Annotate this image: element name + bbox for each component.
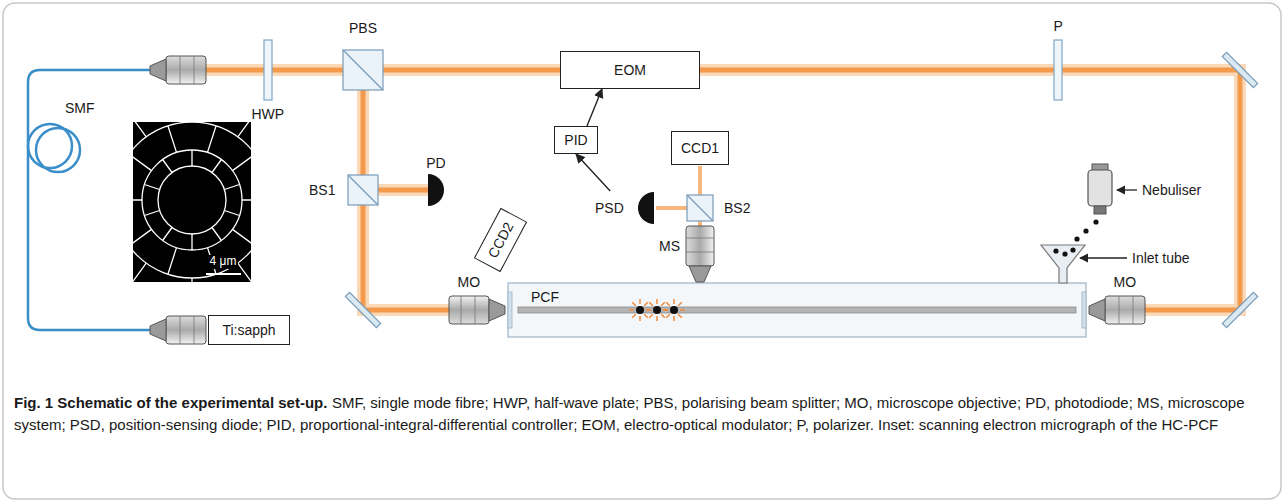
- hollow-core-fibre: [518, 307, 1076, 313]
- cladding-ring: [142, 150, 242, 250]
- fibre-core: [158, 166, 226, 234]
- cladding-walls: [133, 126, 251, 274]
- polarizer-symbol: [1054, 40, 1062, 100]
- node-label: CCD1: [681, 140, 719, 156]
- figure-caption: Fig. 1 Schematic of the experimental set…: [14, 392, 1268, 436]
- component-label: Inlet tube: [1132, 250, 1190, 266]
- component-label: Nebuliser: [1142, 182, 1201, 198]
- sem-inset: [133, 122, 251, 282]
- component-label: MO: [458, 274, 481, 290]
- fibre-collimator: [150, 56, 206, 84]
- node-label: PD: [426, 155, 445, 171]
- beamsplitter-diagonal: [343, 50, 383, 90]
- beamsplitter-cube: [348, 175, 378, 205]
- node-label: CCD2: [484, 219, 516, 260]
- modulator-box: EOM: [560, 51, 700, 89]
- node-label: PSD: [595, 200, 624, 216]
- cladding-walls: [144, 150, 239, 250]
- beamsplitter-cube: [687, 195, 713, 221]
- leader-arrow: [1117, 189, 1137, 190]
- chamber-window: [1082, 292, 1086, 328]
- cladding-ring: [133, 122, 251, 278]
- droplet: [1083, 228, 1088, 233]
- panel-border: [3, 3, 1281, 499]
- nebuliser-body: [1088, 170, 1112, 206]
- chamber: [508, 283, 1086, 337]
- droplet: [1093, 219, 1098, 224]
- droplets: [1053, 219, 1098, 256]
- optical-fibre: [28, 70, 150, 330]
- nebuliser-nozzle: [1094, 206, 1106, 214]
- microscope-system: [686, 226, 714, 282]
- position-sensing-diode: PSD: [595, 191, 656, 225]
- trapped-particle: [663, 299, 685, 321]
- fibre-collimator: [150, 316, 206, 344]
- beamsplitter-cube: [343, 50, 383, 90]
- signal-arrow: [587, 89, 602, 126]
- droplet: [1074, 236, 1079, 241]
- component-label: BS1: [309, 182, 335, 198]
- controller-box: PID: [554, 126, 598, 154]
- mirror: [1222, 52, 1257, 87]
- detector-symbol: [428, 174, 444, 206]
- droplet: [1070, 247, 1075, 252]
- scale-bar-label: 4 μm: [208, 255, 239, 269]
- photodiode: PD: [426, 155, 446, 207]
- component-label: PCF: [531, 289, 559, 305]
- caption-title: Fig. 1 Schematic of the experimental set…: [14, 394, 327, 411]
- signal-arrow: [576, 154, 610, 191]
- inlet-funnel: [1041, 245, 1085, 283]
- mirror: [345, 292, 380, 327]
- component-label: HWP: [252, 106, 285, 122]
- component-label: MO: [1114, 274, 1137, 290]
- beamsplitter-diagonal: [687, 195, 713, 221]
- component-label: SMF: [65, 100, 95, 116]
- component-label: PBS: [349, 20, 377, 36]
- cladding-ring: [133, 122, 251, 282]
- node-label: EOM: [614, 62, 646, 78]
- mirror: [1222, 292, 1257, 327]
- component-label: P: [1054, 18, 1063, 34]
- detector-symbol: [636, 191, 656, 225]
- beamsplitter-diagonal: [348, 175, 378, 205]
- fibre-loop: [36, 128, 80, 172]
- droplet: [1062, 251, 1067, 256]
- waveplate-symbol: [264, 40, 272, 100]
- leader-arrow: [1080, 257, 1127, 258]
- fibre-cladding: [133, 122, 251, 282]
- camera-box: CCD2: [473, 208, 526, 272]
- cladding-walls: [133, 122, 251, 282]
- component-label: MS: [659, 238, 680, 254]
- node-label: Ti:sapph: [222, 322, 275, 338]
- node-label: PID: [564, 132, 587, 148]
- chamber-window: [508, 292, 512, 328]
- detector-symbol: [638, 192, 654, 224]
- laser-beam: [206, 70, 1240, 310]
- laser-beam: [206, 70, 1240, 310]
- component-label: BS2: [724, 200, 750, 216]
- detector-symbol: [426, 173, 446, 207]
- microscope-objective: [1089, 296, 1145, 324]
- laser-beam-glow: [206, 70, 1240, 310]
- scale-bar: [206, 273, 241, 275]
- microscope-objective: [449, 296, 505, 324]
- camera-box: CCD1: [671, 131, 729, 165]
- sem-background: [133, 122, 251, 282]
- droplet: [1053, 248, 1058, 253]
- laser-beam-glow: [206, 70, 1240, 310]
- laser-box: Ti:sapph: [208, 315, 290, 345]
